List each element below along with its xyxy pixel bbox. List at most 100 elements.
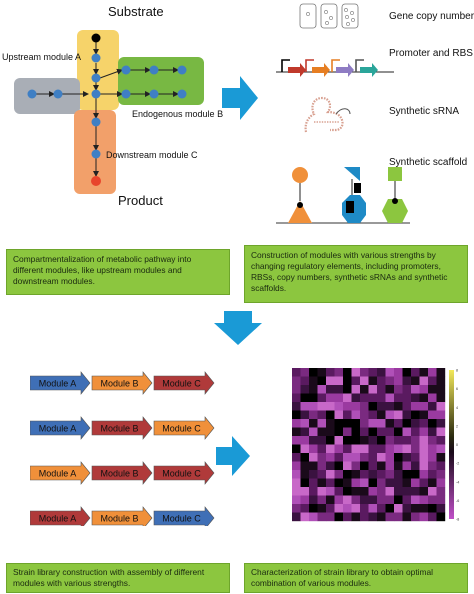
heatmap-cell — [411, 402, 420, 411]
heatmap-cell — [360, 504, 369, 513]
heatmap-cell — [343, 427, 352, 437]
heatmap-cell — [402, 385, 412, 394]
heatmap-cell — [351, 393, 361, 403]
heatmap-colorbar — [449, 370, 454, 519]
module-arrow-label: Module C — [162, 424, 201, 434]
heatmap-cell — [292, 410, 301, 420]
synthetic-scaffold-label: Synthetic scaffold — [389, 157, 468, 168]
heatmap-cell — [300, 478, 310, 488]
heatmap-cell — [394, 495, 403, 505]
heatmap-cell — [326, 453, 335, 462]
heatmap-cell — [411, 385, 420, 394]
pathway-node — [91, 89, 101, 99]
heatmap-cell — [360, 461, 369, 471]
heatmap-cell — [334, 478, 344, 488]
heatmap-cell — [317, 385, 327, 394]
pathway-node — [177, 65, 187, 75]
heatmap-cell — [385, 436, 395, 445]
heatmap-cell — [428, 427, 437, 437]
heatmap-cell — [351, 487, 361, 496]
heatmap-cell — [428, 436, 437, 445]
module-arrow-label: Module C — [162, 379, 201, 389]
heatmap-cell — [300, 444, 310, 454]
construction-caption: Construction of modules with various str… — [244, 245, 468, 303]
module-arrow-label: Module C — [162, 469, 201, 479]
heatmap-cell — [411, 478, 420, 488]
module-arrow — [153, 371, 215, 395]
heatmap-cell — [326, 444, 335, 454]
colorbar-tick-label: 2 — [456, 424, 458, 428]
heatmap-cell — [351, 385, 361, 394]
module-arrow — [91, 371, 153, 395]
heatmap-cell — [292, 478, 301, 488]
heatmap-cell — [292, 453, 301, 462]
heatmap-cell — [377, 453, 386, 462]
module-arrow — [153, 461, 215, 485]
heatmap-cell — [368, 512, 378, 522]
pathway-node — [53, 89, 63, 99]
heatmap-cell — [436, 470, 446, 479]
heatmap-cell — [411, 427, 420, 437]
heatmap-cell — [343, 385, 352, 394]
heatmap-cell — [334, 453, 344, 462]
heatmap-cell — [419, 368, 429, 377]
heatmap-cell — [343, 444, 352, 454]
pathway-node — [149, 89, 159, 99]
heatmap-cell — [402, 512, 412, 522]
heatmap-cell — [411, 495, 420, 505]
heatmap-cell — [326, 393, 335, 403]
colorbar-tick-label: 0 — [456, 443, 458, 447]
heatmap-cell — [292, 470, 301, 479]
heatmap-cell — [334, 385, 344, 394]
heatmap-cell — [419, 461, 429, 471]
heatmap-cell — [428, 444, 437, 454]
heatmap-cell — [402, 410, 412, 420]
heatmap-cell — [436, 385, 446, 394]
heatmap-cell — [351, 461, 361, 471]
module-arrow — [91, 416, 153, 440]
product-label: Product — [118, 193, 163, 208]
heatmap-cell — [334, 368, 344, 377]
characterization-caption: Characterization of strain library to ob… — [244, 563, 468, 593]
heatmap-cell — [334, 495, 344, 505]
heatmap-cell — [292, 427, 301, 437]
heatmap-cell — [360, 478, 369, 488]
heatmap-cell — [368, 444, 378, 454]
heatmap-cell — [411, 393, 420, 403]
heatmap-cell — [368, 402, 378, 411]
heatmap-cell — [334, 512, 344, 522]
pathway-node — [121, 89, 131, 99]
heatmap-cell — [326, 461, 335, 471]
heatmap-cell — [292, 385, 301, 394]
heatmap-cell — [360, 368, 369, 377]
heatmap-cell — [419, 512, 429, 522]
heatmap-cell — [377, 487, 386, 496]
substrate-label: Substrate — [108, 4, 164, 19]
heatmap-cell — [385, 376, 395, 386]
heatmap-cell — [436, 478, 446, 488]
heatmap-cell — [436, 393, 446, 403]
module-arrow — [29, 371, 91, 395]
module-arrow-label: Module B — [100, 424, 138, 434]
heatmap-cell — [428, 470, 437, 479]
heatmap-cell — [343, 512, 352, 522]
heatmap-cell — [368, 393, 378, 403]
heatmap-cell — [377, 512, 386, 522]
heatmap-cell — [317, 512, 327, 522]
heatmap-cell — [394, 376, 403, 386]
heatmap-cell — [385, 427, 395, 437]
heatmap-cell — [428, 393, 437, 403]
heatmap-cell — [436, 436, 446, 445]
heatmap-cell — [309, 393, 318, 403]
heatmap-cell — [368, 470, 378, 479]
module-arrow-label: Module B — [100, 514, 138, 524]
heatmap-cell — [385, 495, 395, 505]
heatmap-cell — [394, 385, 403, 394]
module-arrow-label: Module C — [162, 514, 201, 524]
heatmap-cell — [419, 487, 429, 496]
heatmap-cell — [351, 436, 361, 445]
heatmap-cell — [317, 495, 327, 505]
heatmap-cell — [368, 376, 378, 386]
heatmap-cell — [326, 402, 335, 411]
heatmap-cell — [343, 402, 352, 411]
